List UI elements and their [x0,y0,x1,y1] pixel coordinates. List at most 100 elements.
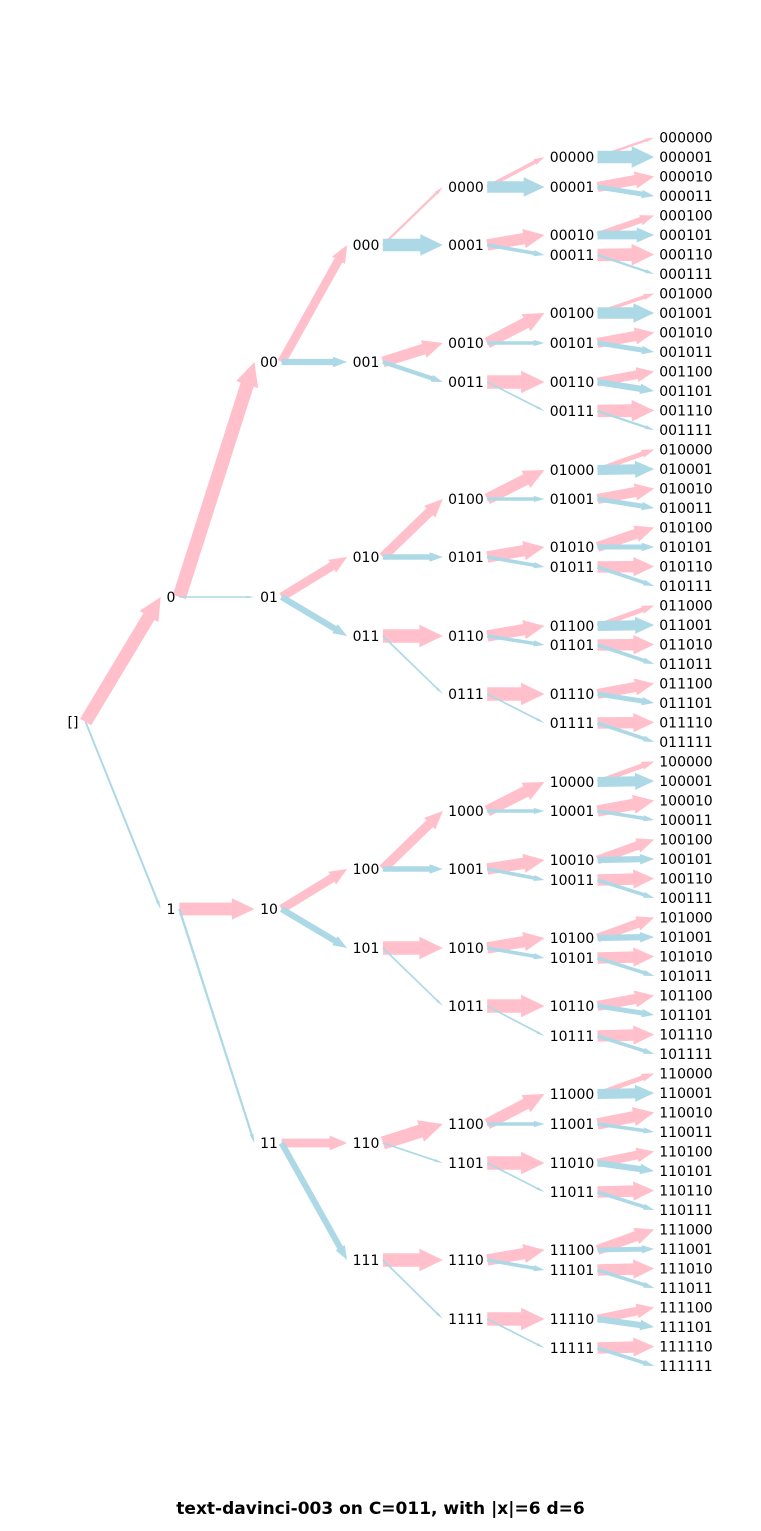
edge-arrow-111 [278,1141,348,1260]
node-label-010011: 010011 [659,501,712,517]
edge-arrow-110101 [597,1159,655,1175]
node-label-00110: 00110 [550,375,595,391]
node-label-101110: 101110 [659,1028,712,1044]
node-label-00001: 00001 [550,180,595,196]
edge-arrow-01100 [486,620,545,642]
node-label-001000: 001000 [659,287,712,303]
edge-arrow-101101 [597,1003,655,1018]
node-label-10001: 10001 [550,804,595,820]
node-label-11111: 11111 [550,1341,595,1357]
node-label-111000: 111000 [659,1223,712,1239]
node-label-110011: 110011 [659,1125,712,1141]
node-label-01000: 01000 [550,463,595,479]
edge-arrow-111010 [597,1259,655,1279]
node-label-100000: 100000 [659,755,712,771]
edge-arrow-00000 [486,157,545,189]
node-label-111100: 111100 [659,1301,712,1317]
edge-arrow-011111 [596,721,655,742]
tree-edges [80,137,655,1366]
node-label-11110: 11110 [550,1312,595,1328]
node-label-000010: 000010 [659,170,712,186]
node-label-10100: 10100 [550,931,595,947]
edge-arrow-111110 [597,1337,655,1357]
edge-arrow-10001 [487,807,545,815]
node-label-011011: 011011 [659,657,712,673]
edge-arrow-11100 [486,1244,545,1266]
edge-arrow-111101 [597,1315,655,1331]
node-label-100: 100 [353,862,380,878]
node-label-10010: 10010 [550,853,595,869]
node-label-010001: 010001 [659,462,712,478]
edge-arrow-01001 [487,495,545,503]
edge-arrow-100110 [597,869,655,889]
node-label-01101: 01101 [550,638,595,654]
edge-arrow-111001 [597,1245,655,1254]
edge-arrow-001 [281,356,348,368]
node-label-01100: 01100 [550,619,595,635]
node-label-011110: 011110 [659,716,712,732]
edge-arrow-010001 [597,460,655,478]
edge-arrow-110110 [597,1181,655,1201]
node-label-010: 010 [353,550,380,566]
node-label-000101: 000101 [659,228,712,244]
node-label-10000: 10000 [550,775,595,791]
edge-arrow-11101 [486,1258,545,1272]
node-label-11011: 11011 [550,1185,595,1201]
edge-arrow-010 [279,557,348,601]
edge-arrow-101 [280,906,348,948]
edge-arrow-011 [280,594,348,636]
node-label-101100: 101100 [659,989,712,1005]
node-label-11: 11 [260,1136,278,1152]
node-label-001001: 001001 [659,306,712,322]
node-label-011010: 011010 [659,638,712,654]
edge-arrow-01 [179,595,255,599]
edge-arrow-1011 [382,947,443,1006]
node-label-010111: 010111 [659,579,712,595]
diagram-caption: text-davinci-003 on C=011, with |x|=6 d=… [176,1499,585,1519]
edge-arrow-10100 [486,932,545,954]
edge-arrow-00101 [487,339,545,347]
edge-arrow-000011 [597,184,655,199]
node-label-111011: 111011 [659,1281,712,1297]
node-label-110100: 110100 [659,1145,712,1161]
edge-arrow-010011 [597,496,655,511]
node-label-111110: 111110 [659,1340,712,1356]
edge-arrow-0 [80,597,161,726]
edge-arrow-11110 [487,1307,545,1331]
node-label-100110: 100110 [659,872,712,888]
edge-arrow-110010 [596,1107,655,1130]
node-label-00011: 00011 [550,248,595,264]
edge-arrow-11000 [484,1094,545,1129]
edge-arrow-100101 [597,854,655,865]
node-label-10111: 10111 [550,1029,595,1045]
node-label-0111: 0111 [448,687,484,703]
edge-arrow-011011 [596,643,655,664]
edge-arrow-101110 [597,1025,655,1045]
node-label-010110: 010110 [659,560,712,576]
edge-arrow-100011 [597,809,655,822]
edge-arrow-0101 [382,552,443,562]
node-label-011000: 011000 [659,599,712,615]
node-label-111010: 111010 [659,1262,712,1278]
node-label-101011: 101011 [659,969,712,985]
node-label-00100: 00100 [550,306,595,322]
node-label-01110: 01110 [550,687,595,703]
node-label-000001: 000001 [659,150,712,166]
node-label-000: 000 [353,238,380,254]
node-label-11101: 11101 [550,1263,595,1279]
node-label-101101: 101101 [659,1008,712,1024]
node-label-001: 001 [353,355,380,371]
edge-arrow-00 [172,362,259,600]
node-label-01: 01 [260,590,278,606]
node-label-110001: 110001 [659,1086,712,1102]
node-label-10101: 10101 [550,951,595,967]
edge-arrow-01000 [484,470,545,505]
node-label-11010: 11010 [550,1156,595,1172]
node-label-00000: 00000 [550,150,595,166]
node-label-101: 101 [353,941,380,957]
edge-arrow-000 [277,245,348,365]
node-label-011: 011 [353,629,380,645]
node-label-0000: 0000 [448,180,484,196]
edge-arrow-110001 [597,1084,655,1102]
edge-arrow-01011 [486,555,545,569]
